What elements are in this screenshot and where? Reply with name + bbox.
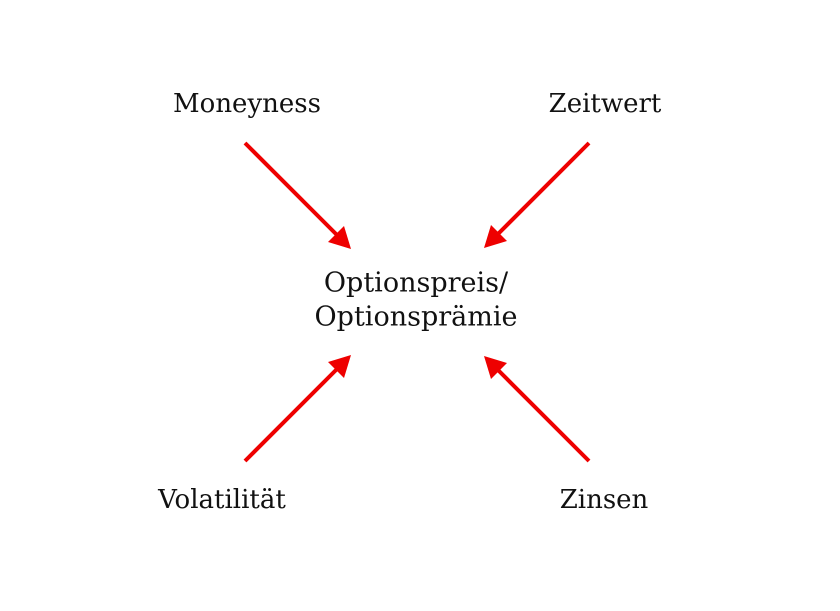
center-node: Optionspreis/ Optionsprämie — [315, 266, 518, 334]
arrowhead-volatilitaet — [328, 355, 351, 378]
factor-volatilitaet: Volatilität — [158, 485, 286, 515]
arrow-zeitwert — [487, 141, 591, 245]
arrowhead-moneyness — [328, 226, 351, 249]
center-line-optionspraemie: Optionsprämie — [314, 301, 518, 332]
center-line-optionspreis: Optionspreis/ — [323, 267, 509, 299]
arrowhead-zinsen — [484, 356, 507, 379]
factor-moneyness: Moneyness — [173, 89, 321, 119]
arrow-volatilitaet — [243, 358, 348, 463]
factor-zinsen: Zinsen — [559, 485, 649, 515]
factor-zeitwert: Zeitwert — [548, 89, 662, 119]
arrow-zinsen — [487, 359, 591, 463]
arrowhead-zeitwert — [484, 225, 507, 248]
arrow-moneyness — [243, 141, 348, 246]
